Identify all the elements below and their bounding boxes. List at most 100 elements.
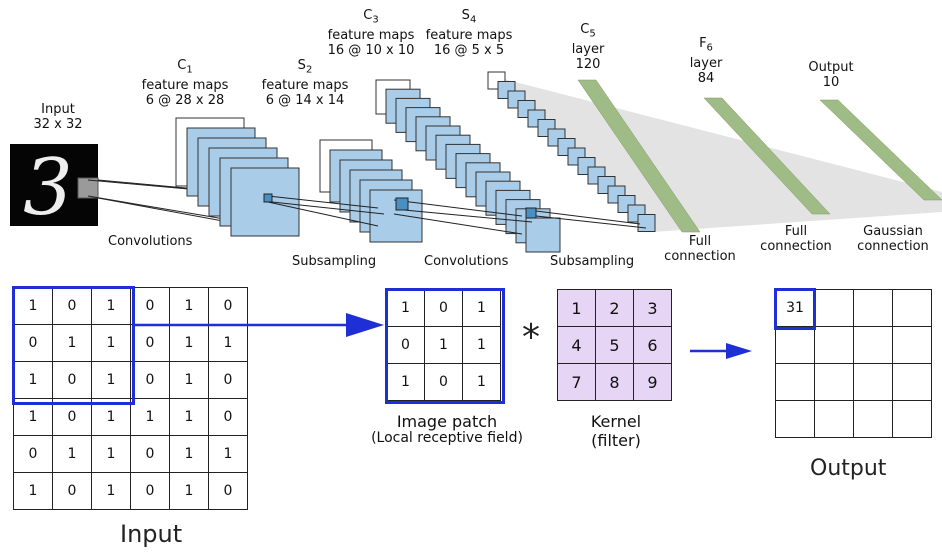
input-matrix-cell: 0 <box>208 361 248 399</box>
input-matrix-cell: 1 <box>91 324 131 362</box>
op-gaussian-connection: Gaussian connection <box>857 224 929 254</box>
input-matrix-cell: 1 <box>91 287 131 325</box>
op-subsampling-2: Subsampling <box>550 254 635 269</box>
receptive-field-marker <box>263 193 273 203</box>
output-matrix-cell <box>814 289 854 327</box>
kernel-matrix-cell: 4 <box>557 326 596 364</box>
input-matrix-cell: 0 <box>13 435 53 473</box>
s4-label: S4 feature maps 16 @ 5 x 5 <box>425 8 513 58</box>
kernel-matrix-cell: 7 <box>557 363 596 401</box>
input-matrix-cell: 1 <box>91 472 131 510</box>
input-digit: 3 <box>23 143 73 233</box>
patch-matrix-cell: 0 <box>424 363 463 401</box>
c1-label: C1 feature maps 6 @ 28 x 28 <box>141 58 229 108</box>
s2-label: S2 feature maps 6 @ 14 x 14 <box>261 58 349 108</box>
patch-arrowhead <box>346 313 384 337</box>
input-matrix-cell: 0 <box>52 361 92 399</box>
kernel-matrix-cell: 2 <box>595 289 634 327</box>
input-matrix-cell: 1 <box>91 435 131 473</box>
lenet-architecture-diagram: 3 <box>10 71 942 253</box>
input-matrix-cell: 1 <box>13 361 53 399</box>
input-matrix-cell: 1 <box>169 435 209 473</box>
output-layer-label: Output 10 <box>808 60 854 90</box>
patch-matrix-cell: 1 <box>424 326 463 364</box>
kernel-matrix-cell: 9 <box>633 363 672 401</box>
c3-to-s4-lines <box>527 209 647 229</box>
input-matrix-cell: 1 <box>13 287 53 325</box>
input-matrix-cell: 0 <box>208 472 248 510</box>
op-convolutions-2: Convolutions <box>424 254 509 269</box>
input-matrix-cell: 1 <box>169 472 209 510</box>
output-matrix-cell <box>892 326 932 364</box>
input-matrix-cell: 1 <box>130 398 170 436</box>
op-full-connection-1: Full connection <box>664 234 736 264</box>
output-caption: Output <box>810 456 887 481</box>
output-arrowhead <box>726 343 752 359</box>
output-matrix-cell <box>892 400 932 438</box>
input-matrix-cell: 1 <box>91 398 131 436</box>
output-matrix-cell <box>853 400 893 438</box>
output-matrix-row <box>775 326 932 364</box>
input-title: Input 32 x 32 <box>33 102 83 132</box>
kernel-matrix-cell: 8 <box>595 363 634 401</box>
output-matrix-cell <box>775 400 815 438</box>
input-matrix-cell: 0 <box>208 398 248 436</box>
output-matrix-cell <box>892 289 932 327</box>
op-convolutions-1: Convolutions <box>108 234 193 249</box>
c1-feature-maps <box>175 117 300 237</box>
kernel-matrix-cell: 3 <box>633 289 672 327</box>
c1-to-s2-lines <box>267 195 385 227</box>
output-matrix-cell <box>892 363 932 401</box>
patch-matrix-cell: 0 <box>424 289 463 327</box>
input-matrix-cell: 0 <box>52 398 92 436</box>
c3-feature-maps <box>375 79 561 253</box>
input-matrix-cell: 1 <box>169 398 209 436</box>
output-matrix-row <box>775 400 932 438</box>
c5-label: C5 layer 120 <box>571 22 605 72</box>
output-matrix-cell <box>775 326 815 364</box>
convolution-operator: * <box>522 317 540 358</box>
input-matrix-cell: 0 <box>130 435 170 473</box>
c3-label: C3 feature maps 16 @ 10 x 10 <box>327 8 415 58</box>
kernel-matrix-cell: 6 <box>633 326 672 364</box>
input-matrix-cell: 1 <box>13 472 53 510</box>
output-matrix-cell: 31 <box>775 289 815 327</box>
input-matrix-cell: 0 <box>52 287 92 325</box>
output-matrix-row <box>775 363 932 401</box>
f6-band <box>703 97 831 215</box>
c5-band <box>577 79 701 233</box>
input-matrix-cell: 1 <box>208 324 248 362</box>
f6-label: F6 layer 84 <box>689 36 723 86</box>
input-matrix-cell: 0 <box>52 472 92 510</box>
input-matrix-cell: 1 <box>208 435 248 473</box>
kernel-matrix-cell: 5 <box>595 326 634 364</box>
input-matrix-cell: 0 <box>208 287 248 325</box>
input-matrix-cell: 0 <box>130 361 170 399</box>
op-full-connection-2: Full connection <box>760 224 832 254</box>
input-matrix-cell: 1 <box>52 324 92 362</box>
patch-matrix-cell: 1 <box>386 289 425 327</box>
input-matrix-cell: 1 <box>169 287 209 325</box>
receptive-field-marker <box>395 197 409 211</box>
input-matrix-cell: 1 <box>91 361 131 399</box>
input-matrix-cell: 0 <box>130 324 170 362</box>
patch-matrix-cell: 0 <box>386 326 425 364</box>
output-band <box>819 99 942 201</box>
receptive-field-marker <box>525 207 537 219</box>
patch-caption: Image patch (Local receptive field) <box>371 412 523 446</box>
input-matrix-cell: 0 <box>13 324 53 362</box>
output-matrix-cell <box>775 363 815 401</box>
op-subsampling-1: Subsampling <box>292 254 377 269</box>
